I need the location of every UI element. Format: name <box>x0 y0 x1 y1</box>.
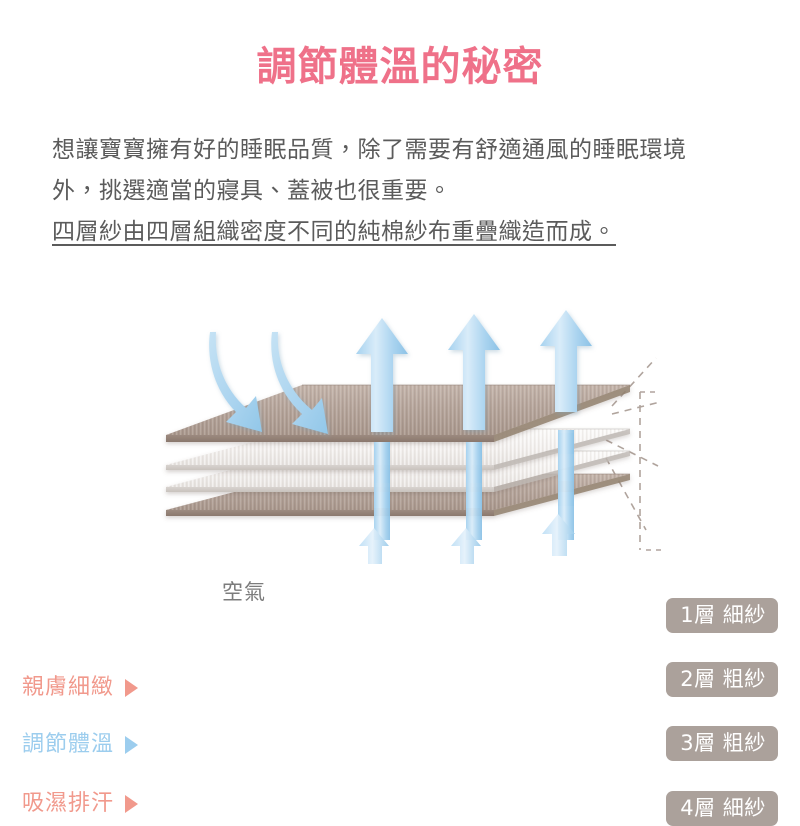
air-in-arrow-1 <box>209 332 262 432</box>
feature-label-text: 調節體溫 <box>22 732 115 757</box>
up-arrow-2 <box>448 314 500 430</box>
diagram-graphic <box>166 310 664 564</box>
airflow-up-arrows <box>356 310 592 432</box>
fabric-layer-1 <box>166 384 630 442</box>
intro-paragraph: 想讓寶寶擁有好的睡眠品質，除了需要有舒適通風的睡眠環境 外，挑選適當的寢具、蓋被… <box>52 130 768 253</box>
leader-lines <box>605 357 664 551</box>
feature-label-moisture-wicking: 吸濕排汗 <box>22 791 139 817</box>
fabric-layers-diagram: 空氣 親膚細緻 調節體溫 吸濕排汗 1層 細紗 2層 粗紗 3層 粗紗 4層 細… <box>0 280 800 826</box>
feature-label-skin-friendly: 親膚細緻 <box>22 675 139 701</box>
bottom-arrow-3 <box>542 514 575 556</box>
up-arrow-3 <box>540 310 592 412</box>
intro-line-1: 想讓寶寶擁有好的睡眠品質，除了需要有舒適通風的睡眠環境 <box>52 137 687 163</box>
intro-line-2: 外，挑選適當的寢具、蓋被也很重要。 <box>52 178 452 204</box>
layer-callout-1: 1層 細紗 <box>666 598 778 633</box>
triangle-right-icon <box>125 736 139 754</box>
intro-line-3-highlight: 四層紗由四層組織密度不同的純棉紗布重疊織造而成。 <box>52 219 616 245</box>
layer-callout-4: 4層 細紗 <box>666 791 778 826</box>
up-arrow-1 <box>356 318 408 432</box>
air-label: 空氣 <box>222 580 266 604</box>
feature-label-text: 親膚細緻 <box>22 675 115 700</box>
feature-label-text: 吸濕排汗 <box>22 791 115 816</box>
bottom-arrow-2 <box>451 528 481 564</box>
page-title: 調節體溫的秘密 <box>256 44 544 90</box>
airflow-bottom-arrows <box>359 514 575 564</box>
air-in-arrow-2 <box>271 332 328 434</box>
layer-callout-3: 3層 粗紗 <box>666 726 778 761</box>
airflow-in-arrows <box>209 332 328 434</box>
feature-label-temperature: 調節體溫 <box>22 732 139 758</box>
triangle-right-icon <box>125 795 139 813</box>
bottom-arrow-1 <box>359 528 389 564</box>
triangle-right-icon <box>125 679 139 697</box>
airflow-gap-segments <box>374 430 574 508</box>
layer-callout-2: 2層 粗紗 <box>666 662 778 697</box>
